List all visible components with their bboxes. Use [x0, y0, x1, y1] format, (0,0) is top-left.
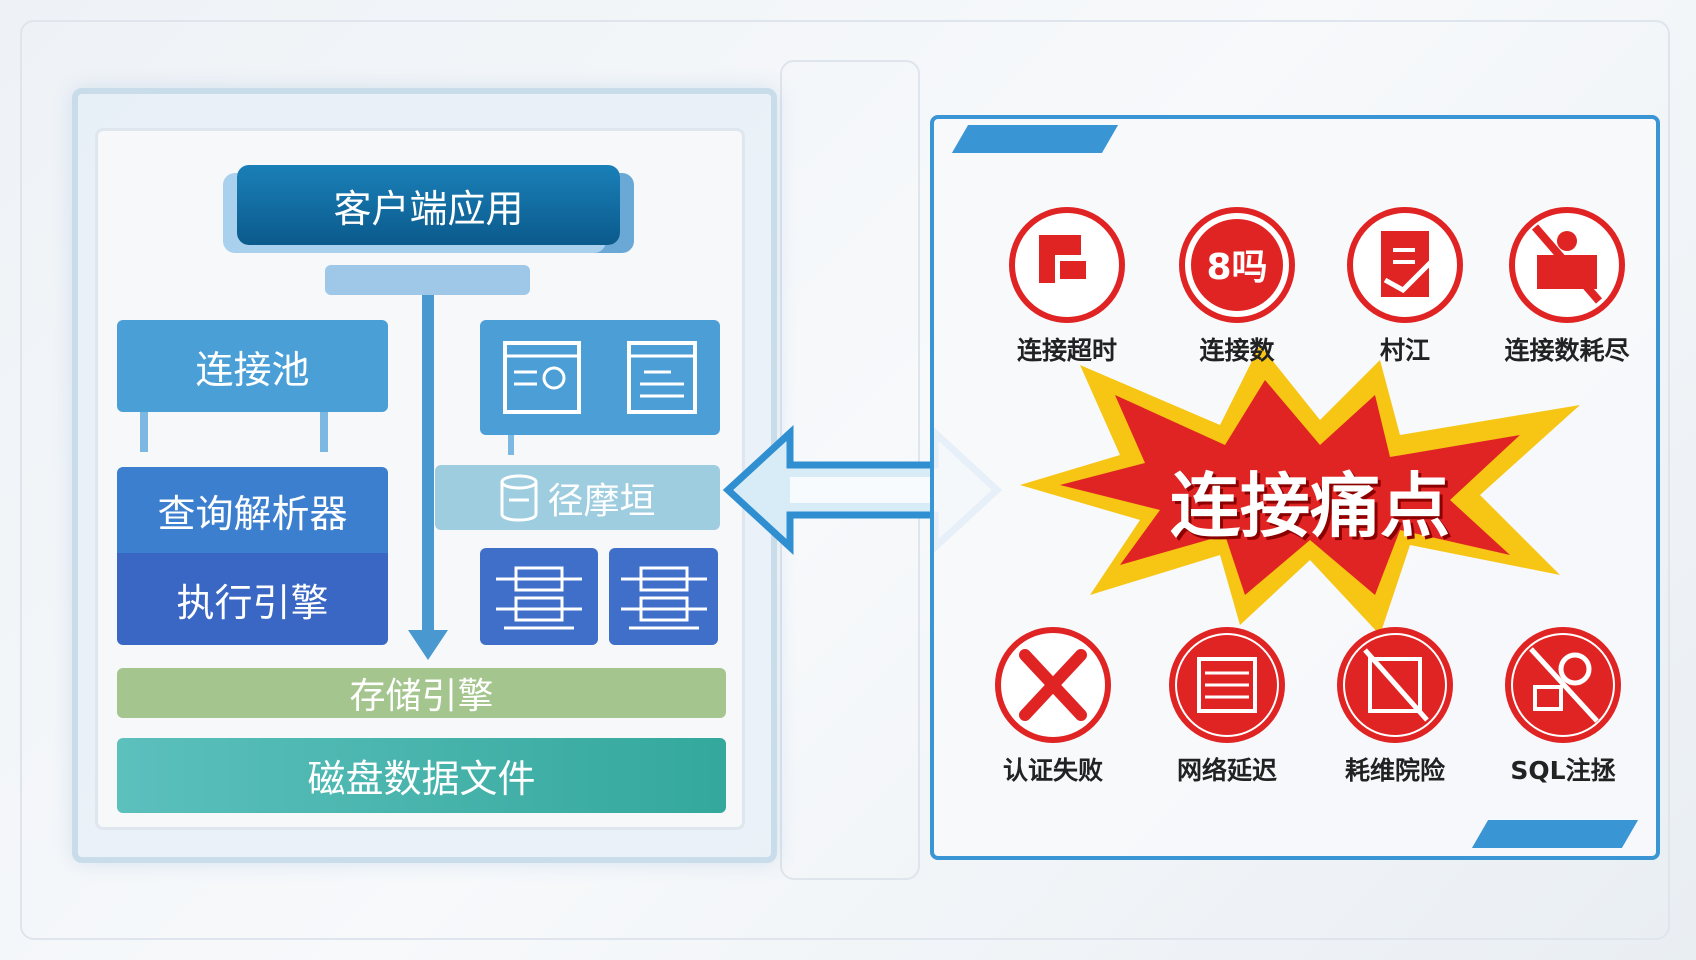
- starburst-icon: [1020, 345, 1580, 635]
- cache-label: 径摩垣: [547, 480, 656, 522]
- panel-accent: [951, 125, 1119, 153]
- server-box: [480, 548, 598, 645]
- server-icon: [496, 566, 582, 629]
- pain-point-label: 连接数耗尽: [1504, 336, 1630, 365]
- pain-point-label: 网络延迟: [1176, 756, 1277, 785]
- document-icon: [503, 341, 581, 414]
- pain-point-label: 连接超时: [1016, 336, 1117, 365]
- pain-point-item: 网络延迟: [1152, 625, 1302, 787]
- gauge-icon: 8吗: [1179, 207, 1295, 323]
- ban-icon: [1509, 207, 1625, 323]
- pain-point-label: 认证失败: [1002, 756, 1103, 785]
- alarm-clock-icon: [1009, 207, 1125, 323]
- disk-files-box: 磁盘数据文件: [117, 738, 726, 813]
- pain-point-label: SQL注拯: [1510, 756, 1616, 785]
- pain-point-item: 认证失败: [978, 625, 1128, 787]
- arrow-down-icon: [408, 630, 448, 660]
- pain-points-title: 连接痛点: [1170, 465, 1450, 547]
- pain-point-label: 连接数: [1199, 336, 1275, 365]
- clipboard-icon: [1347, 207, 1463, 323]
- svg-text:8吗: 8吗: [1206, 247, 1267, 288]
- pain-point-item: 连接数耗尽: [1492, 205, 1642, 367]
- pain-point-item: 村江: [1330, 205, 1480, 367]
- key-cross-icon: [995, 627, 1111, 743]
- query-parser-box: 查询解析器: [117, 467, 388, 553]
- document-icon: [627, 341, 697, 414]
- client-app-box: 客户端应用: [237, 165, 620, 245]
- server-icon: [620, 566, 707, 629]
- server-ban-icon: [1337, 627, 1453, 743]
- pain-point-label: 村江: [1379, 336, 1430, 365]
- arrow-down-icon: [140, 412, 148, 452]
- circuit-background: [20, 20, 1670, 940]
- panel-accent: [1471, 820, 1639, 848]
- pain-point-label: 耗维院险: [1344, 756, 1445, 785]
- pain-point-item: 连接超时: [992, 205, 1142, 367]
- connection-pool-box: 连接池: [117, 320, 388, 412]
- flow-line: [422, 265, 434, 635]
- server-icon: [1169, 627, 1285, 743]
- server-box: [609, 548, 718, 645]
- arrow-down-icon: [508, 435, 514, 455]
- document-icons-box: [480, 320, 720, 435]
- pain-point-item: 耗维院险: [1320, 625, 1470, 787]
- gear-ban-icon: [1505, 627, 1621, 743]
- pain-point-item: SQL注拯: [1488, 625, 1638, 787]
- pain-point-item: 8吗连接数: [1162, 205, 1312, 367]
- execution-engine-box: 执行引擎: [117, 553, 388, 645]
- connector-bar: [325, 265, 530, 295]
- cache-box: 径摩垣: [435, 465, 720, 530]
- arrow-down-icon: [320, 412, 328, 452]
- database-icon: [500, 474, 538, 522]
- storage-engine-box: 存储引擎: [117, 668, 726, 718]
